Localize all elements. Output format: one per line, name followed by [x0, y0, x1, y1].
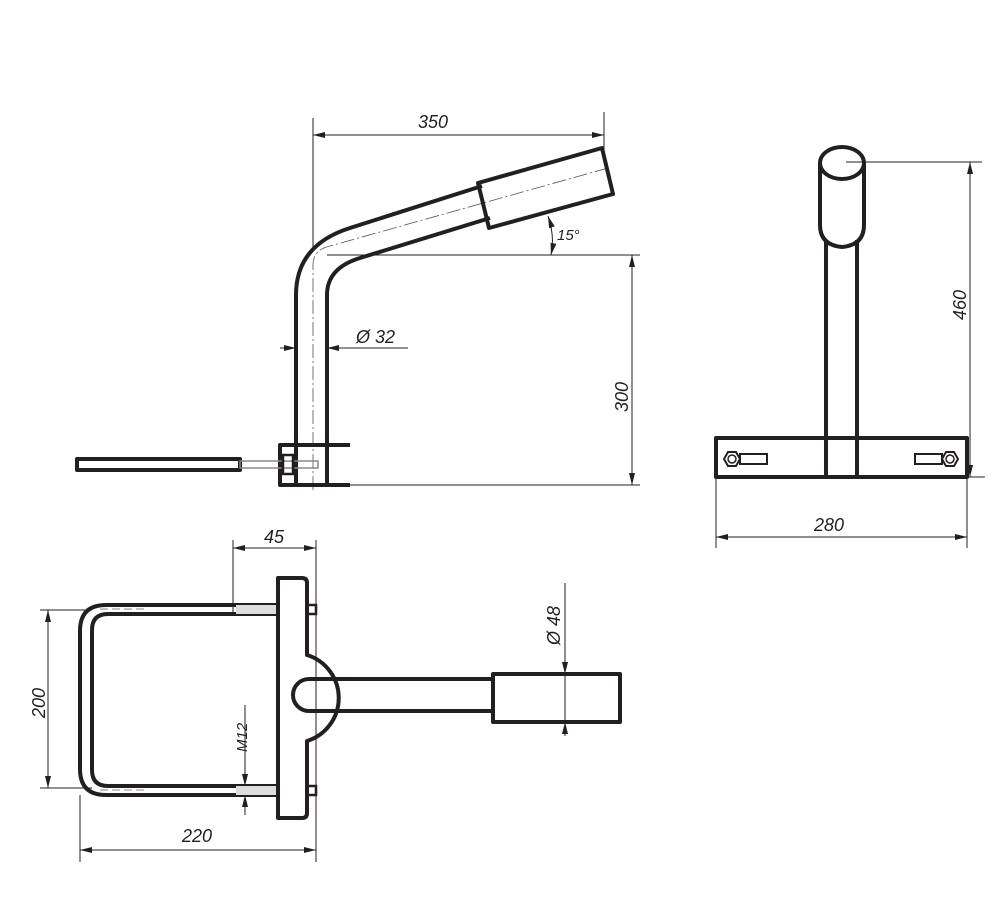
dim-base-width-label: 280: [813, 515, 844, 535]
dim-clamp-offset-label: 45: [264, 527, 285, 547]
arm-pipe: [291, 677, 493, 713]
mount-bracket: [278, 443, 298, 487]
clamp-plate: [75, 457, 242, 472]
top-view: 45 200 M12 220 Ø 48: [29, 527, 622, 862]
dim-total-height-label: 460: [950, 290, 970, 320]
u-bolt: [78, 603, 278, 797]
dim-clamp-height-label: 200: [29, 688, 49, 719]
vertical-pipe: [824, 240, 859, 477]
pipe-centerline: [312, 167, 609, 490]
dim-clamp-width-label: 220: [181, 826, 212, 846]
slot-right: [914, 453, 943, 465]
lamp-sleeve: [476, 146, 615, 230]
clamp-bolt: [239, 460, 319, 469]
dim-reach-label: 350: [418, 112, 448, 132]
slot-left: [739, 453, 768, 465]
base-plate: [714, 436, 969, 479]
dim-angle-label: 15°: [557, 227, 580, 244]
side-view: 350 15° 300 Ø 32: [75, 112, 640, 490]
dim-height-label: 300: [612, 382, 632, 412]
sleeve-front: [818, 163, 866, 249]
flange-plate: [276, 576, 341, 820]
lamp-sleeve-top: [491, 672, 622, 724]
dim-thread-label: M12: [234, 722, 251, 752]
hex-nut-left-icon: [722, 451, 742, 467]
bolt-nut: [281, 453, 295, 476]
hex-nut-right-icon: [940, 451, 960, 467]
bent-pipe: [294, 184, 491, 485]
sleeve-top-ellipse: [818, 145, 866, 181]
dim-pipe-diameter-label: Ø 32: [355, 327, 395, 347]
bracket-flanges: [296, 443, 350, 487]
front-view: 460 280: [714, 145, 985, 548]
dim-sleeve-diameter-label: Ø 48: [544, 606, 564, 646]
